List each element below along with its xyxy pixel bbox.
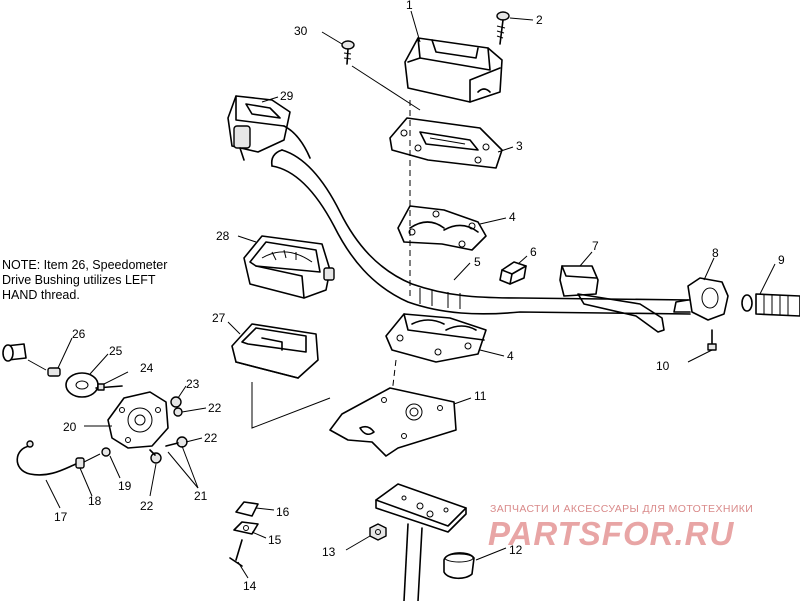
callout-12: 12 — [509, 543, 523, 557]
callout-19: 19 — [118, 479, 132, 493]
callout-4-upper: 4 — [509, 210, 516, 224]
part-11-bracket — [329, 387, 457, 457]
callout-10: 10 — [656, 359, 670, 373]
part-16-pin — [235, 501, 259, 517]
callout-21: 21 — [194, 489, 208, 503]
part-8-throttle — [673, 277, 729, 321]
part-26-drive-bushing — [2, 343, 61, 377]
part-19-fitting — [101, 447, 111, 457]
note-line-3: HAND thread. — [2, 288, 80, 302]
watermark-logo: PARTSFOR.RU — [488, 515, 735, 552]
part-23-nut — [170, 396, 182, 408]
part-25-drive-gear — [65, 372, 99, 398]
callout-22-lower: 22 — [140, 499, 154, 513]
part-17-cable — [16, 440, 77, 476]
part-28-speedometer — [243, 235, 335, 299]
part-15-washer — [233, 521, 259, 535]
part-30-bolt — [341, 40, 355, 65]
callout-18: 18 — [88, 494, 102, 508]
callout-numbers: 1 2 3 4 4 5 6 7 8 9 10 11 12 13 14 15 16… — [54, 0, 785, 593]
note-line-2: Drive Bushing utilizes LEFT — [2, 273, 156, 287]
callout-1: 1 — [406, 0, 413, 12]
callout-17: 17 — [54, 510, 68, 524]
callout-27: 27 — [212, 311, 226, 325]
callout-16: 16 — [276, 505, 290, 519]
callout-20: 20 — [63, 420, 77, 434]
part-22-nut-lower — [149, 449, 162, 464]
part-27-housing — [231, 323, 319, 379]
part-3-mount-plate — [389, 117, 503, 169]
watermark-tagline: ЗАПЧАСТИ И АКСЕССУАРЫ ДЛЯ МОТОТЕХНИКИ — [490, 503, 754, 515]
part-2-bolt — [496, 11, 510, 45]
part-1-handlebar-cover — [404, 37, 503, 103]
part-29-switch — [227, 95, 311, 161]
part-18-cable-end — [75, 453, 101, 469]
part-22-nut-middle — [165, 436, 188, 448]
callout-9: 9 — [778, 253, 785, 267]
callout-24: 24 — [140, 361, 154, 375]
note-line-1: NOTE: Item 26, Speedometer — [2, 258, 168, 272]
callout-13: 13 — [322, 545, 336, 559]
steering-plate — [375, 483, 467, 601]
callout-11: 11 — [474, 389, 487, 403]
callout-28: 28 — [216, 229, 230, 243]
callout-7: 7 — [592, 239, 599, 253]
callout-6: 6 — [530, 245, 537, 259]
callout-26: 26 — [72, 327, 86, 341]
part-20-drive-housing — [107, 391, 169, 449]
part-7-brake-lever — [559, 265, 665, 333]
callout-4-lower: 4 — [507, 349, 514, 363]
part-12-clamp — [443, 552, 475, 580]
callout-29: 29 — [280, 89, 294, 103]
part-10-screw — [707, 329, 717, 351]
part-14-cotter-pin — [229, 539, 243, 567]
callout-25: 25 — [109, 344, 123, 358]
callout-15: 15 — [268, 533, 282, 547]
part-6-block — [499, 261, 527, 285]
callout-30: 30 — [294, 24, 308, 38]
leader-lines — [45, 10, 776, 579]
part-4-lower-clamp — [385, 313, 487, 363]
part-4-upper-clamp — [397, 205, 487, 251]
callout-3: 3 — [516, 139, 523, 153]
part-5-handlebar — [270, 149, 691, 315]
callout-5: 5 — [474, 255, 481, 269]
part-22-nut-upper — [173, 407, 183, 417]
part-13-nut — [369, 523, 387, 541]
callout-22-middle: 22 — [204, 431, 218, 445]
callout-8: 8 — [712, 246, 719, 260]
callout-22-upper: 22 — [208, 401, 222, 415]
callout-23: 23 — [186, 377, 200, 391]
part-24-shaft — [95, 383, 123, 391]
callout-2: 2 — [536, 13, 543, 27]
part-9-grip — [741, 293, 800, 317]
callout-14: 14 — [243, 579, 257, 593]
speedometer-note: NOTE: Item 26, Speedometer Drive Bushing… — [2, 258, 222, 303]
